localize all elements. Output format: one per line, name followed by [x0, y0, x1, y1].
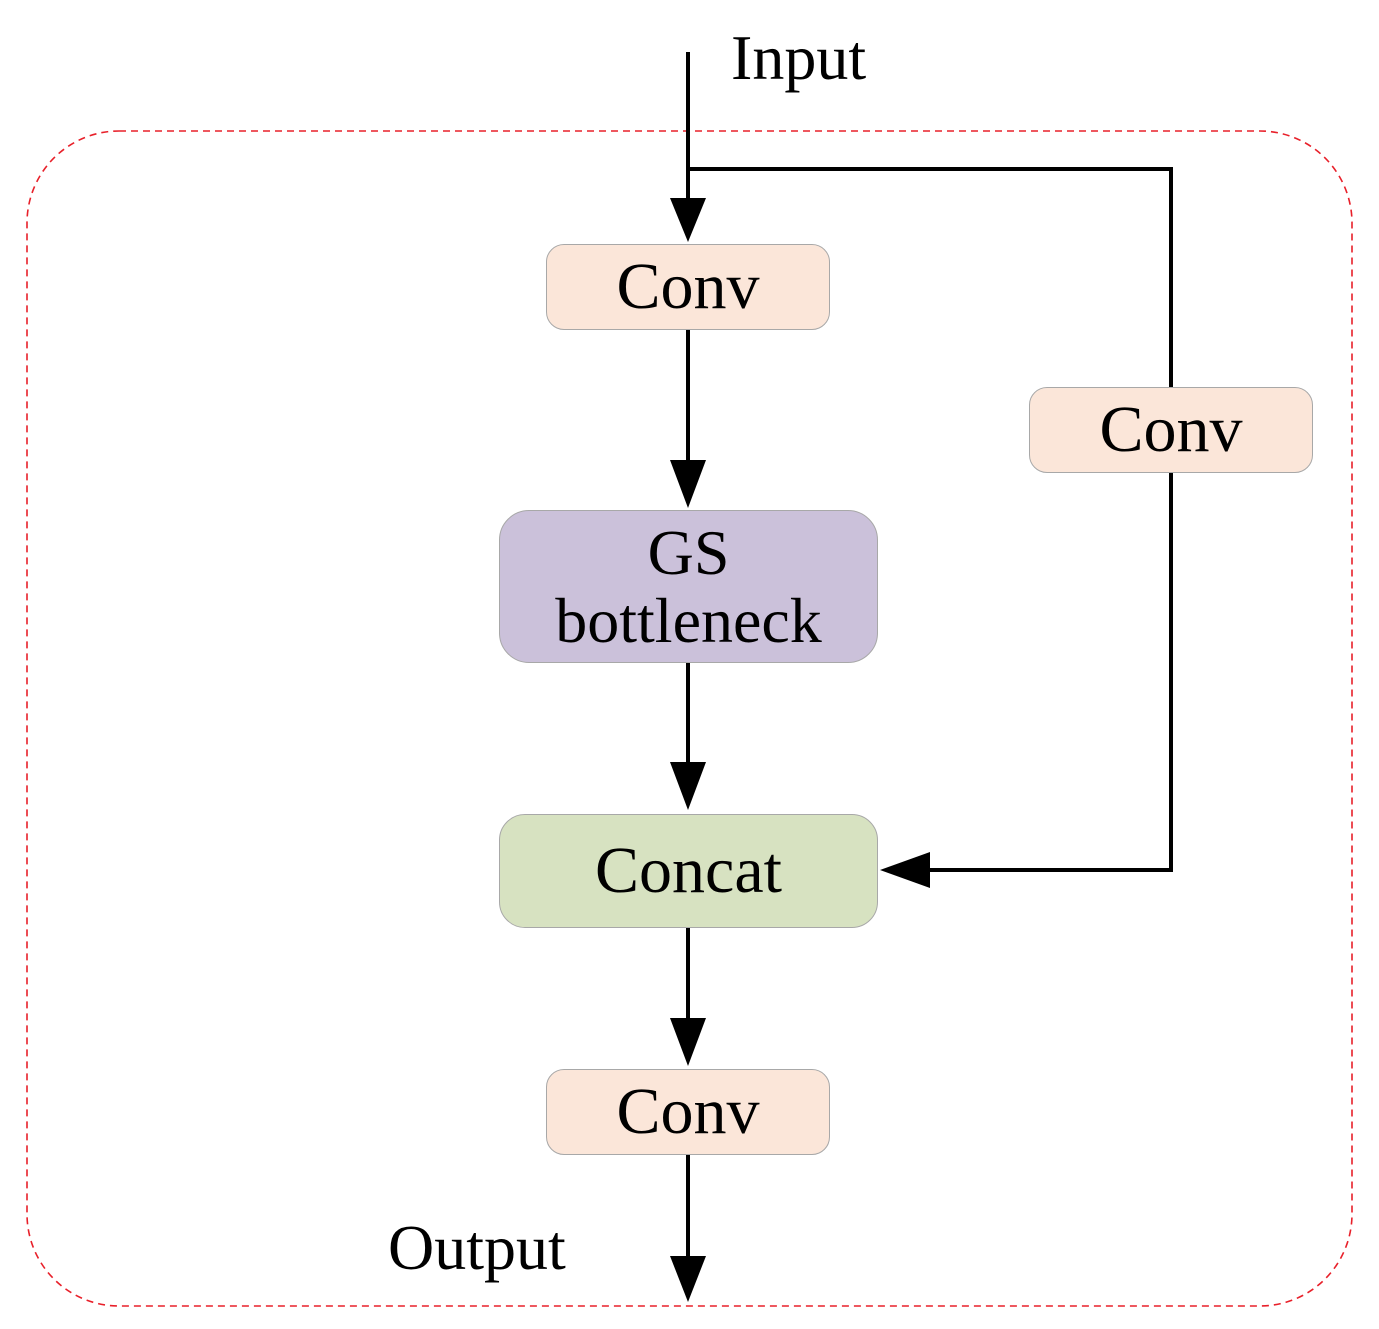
edge-side-conv-to-concat [928, 473, 1173, 872]
conv-node-top-label: Conv [616, 250, 760, 324]
output-label: Output [388, 1212, 566, 1283]
arrowhead-conv-to-gs [670, 460, 706, 508]
arrowhead-conv-to-output [670, 1256, 706, 1302]
gs-bottleneck-line2: bottleneck [555, 584, 822, 656]
conv-node-top: Conv [546, 244, 830, 330]
conv-node-side-label: Conv [1099, 393, 1243, 467]
arrowhead-concat-to-conv [670, 1018, 706, 1066]
conv-node-side: Conv [1029, 387, 1313, 473]
arrowhead-side-conv-to-concat [880, 852, 930, 888]
concat-node-label: Concat [595, 834, 782, 908]
conv-node-bottom-label: Conv [616, 1075, 760, 1149]
edge-branch-to-side-conv [688, 167, 1173, 389]
gs-bottleneck-node: GS bottleneck [499, 510, 878, 663]
arrowhead-input-to-conv [670, 198, 706, 242]
concat-node: Concat [499, 814, 878, 928]
conv-node-bottom: Conv [546, 1069, 830, 1155]
arrowhead-gs-to-concat [670, 762, 706, 810]
gs-bottleneck-line1: GS [647, 517, 730, 589]
input-label: Input [731, 22, 867, 93]
